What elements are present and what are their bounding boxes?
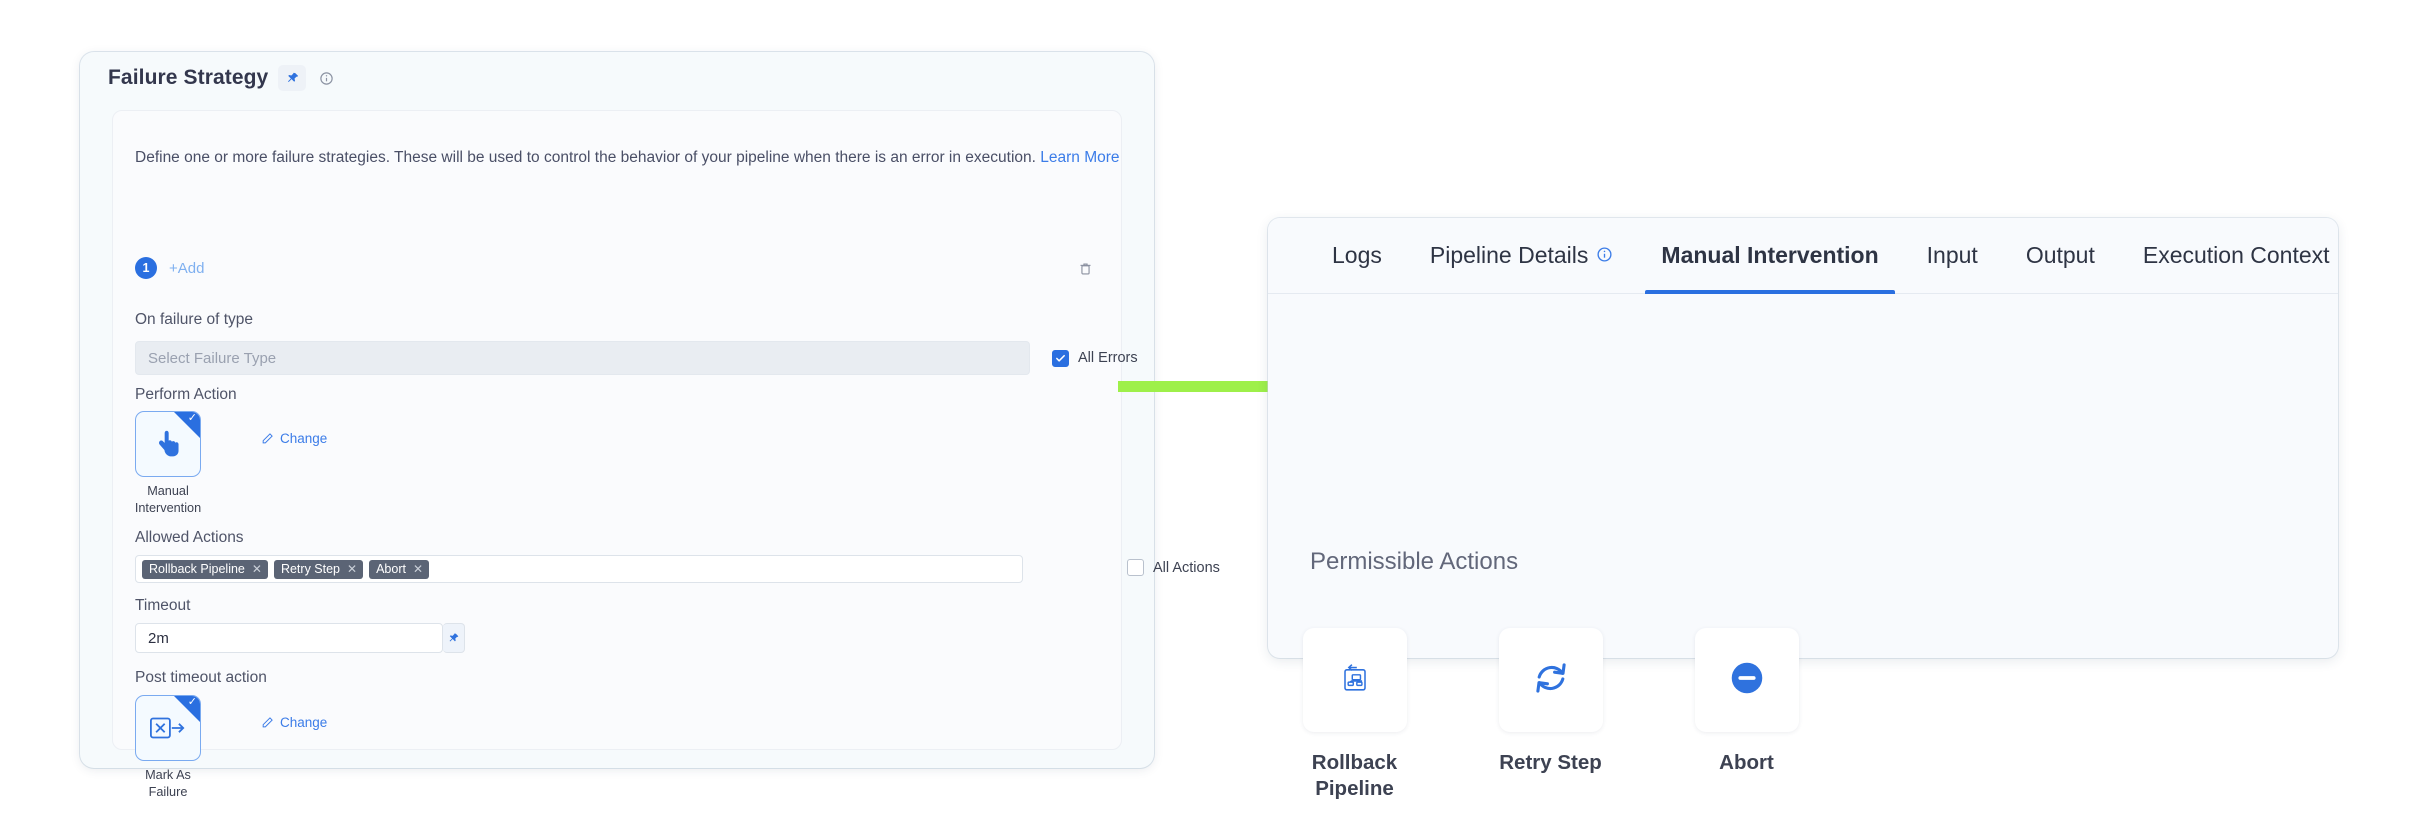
timeout-input[interactable]: 2m [135,623,443,653]
post-timeout-label: Post timeout action [135,669,267,686]
failure-strategy-header: Failure Strategy [80,52,1154,104]
execution-details-panel: Logs Pipeline Details Manual Interventio… [1268,218,2338,800]
selected-ribbon [174,696,200,722]
tag-label: Abort [376,561,406,576]
post-timeout-caption-line1: Mark As [145,768,191,782]
permissible-actions-title: Permissible Actions [1310,548,1519,575]
tag-abort[interactable]: Abort ✕ [369,559,430,579]
post-timeout-caption: Mark As Failure [128,767,208,801]
mark-as-failure-icon [136,696,200,760]
tab-label: Manual Intervention [1661,242,1879,268]
description-text: Define one or more failure strategies. T… [135,149,1120,167]
on-failure-label: On failure of type [135,311,254,328]
tag-label: Retry Step [280,561,341,576]
failure-strategy-card: Failure Strategy Define one or more fail… [80,52,1220,799]
tab-label: Logs [1332,242,1382,268]
tab-output[interactable]: Output [2002,218,2119,294]
change-post-timeout-action-button[interactable]: Change [261,715,327,730]
tab-bar: Logs Pipeline Details Manual Interventio… [1268,218,2338,294]
change-post-timeout-label: Change [280,715,328,730]
failure-type-row: Select Failure Type All Errors [135,341,1138,375]
tab-logs[interactable]: Logs [1308,218,1406,294]
strategy-index-badge[interactable]: 1 [135,257,157,279]
tab-label: Input [1926,242,1978,268]
rollback-pipeline-label: Rollback Pipeline [1311,751,1398,800]
tag-label: Rollback Pipeline [149,561,245,576]
tab-manual-intervention[interactable]: Manual Intervention [1637,218,1902,294]
permissible-action-abort: Abort [1694,628,1799,801]
all-errors-label: All Errors [1078,350,1138,366]
perform-action-caption-line2: Intervention [134,500,202,515]
abort-button[interactable] [1694,628,1799,732]
rollback-pipeline-icon [1335,658,1375,703]
pencil-icon [262,717,273,728]
tag-rollback-pipeline[interactable]: Rollback Pipeline ✕ [142,559,268,579]
tab-pipeline-details[interactable]: Pipeline Details [1406,218,1638,294]
change-perform-action-button[interactable]: Change [261,431,327,446]
perform-action-caption: Manual Intervention [128,483,208,517]
tag-retry-step[interactable]: Retry Step ✕ [273,559,364,579]
pointing-hand-icon [136,412,200,476]
failure-strategy-body: Define one or more failure strategies. T… [112,110,1220,799]
strategy-index-row: 1 +Add [135,257,204,279]
allowed-actions-label: Allowed Actions [135,529,244,546]
tab-label: Execution Context [2142,242,2330,268]
check-icon: ✓ [187,696,197,708]
all-actions-checkbox-group[interactable]: All Actions [1127,559,1220,576]
rollback-pipeline-button[interactable] [1302,628,1407,732]
post-timeout-caption-line2: Failure [148,784,188,799]
check-icon: ✓ [187,412,197,424]
abort-icon [1726,657,1768,704]
timeout-pin-icon[interactable] [443,623,465,653]
perform-action-label: Perform Action [135,386,237,403]
all-actions-label: All Actions [1153,559,1220,576]
tab-input[interactable]: Input [1903,218,2002,294]
perform-action-caption-line1: Manual [147,484,189,498]
close-icon[interactable]: ✕ [347,561,358,576]
info-icon[interactable] [316,68,336,88]
trash-icon[interactable] [1075,257,1095,279]
retry-step-label: Retry Step [1499,751,1602,774]
permissible-action-retry-step: Retry Step [1498,628,1603,801]
close-icon[interactable]: ✕ [412,561,424,576]
pencil-icon [262,433,273,444]
post-timeout-action-card[interactable]: ✓ [135,695,201,761]
add-strategy-button[interactable]: +Add [169,259,205,277]
learn-more-link[interactable]: Learn More [1040,149,1120,166]
selected-ribbon [174,412,200,438]
all-actions-checkbox[interactable] [1127,559,1144,576]
abort-label: Abort [1719,751,1774,774]
tab-label: Output [2025,242,2095,268]
all-errors-checkbox-group[interactable]: All Errors [1052,349,1138,367]
failure-type-select[interactable]: Select Failure Type [135,341,1030,375]
description-sentence: Define one or more failure strategies. T… [135,149,1036,166]
allowed-actions-input[interactable]: Rollback Pipeline ✕ Retry Step ✕ Abort ✕ [135,555,1023,583]
retry-step-icon [1529,656,1573,705]
close-icon[interactable]: ✕ [251,561,262,576]
retry-step-button[interactable] [1498,628,1603,732]
perform-action-card[interactable]: ✓ [135,411,201,477]
timeout-label: Timeout [135,597,191,614]
permissible-actions-grid: Rollback Pipeline Retry Step [1302,628,1799,801]
tab-label: Pipeline Details [1429,242,1589,268]
permissible-action-rollback-pipeline: Rollback Pipeline [1302,628,1407,801]
pin-icon[interactable] [278,65,307,91]
change-perform-action-label: Change [280,431,328,446]
info-icon[interactable] [1596,242,1613,269]
tab-execution-context[interactable]: Execution Context [2119,218,2354,294]
all-errors-checkbox[interactable] [1052,349,1069,367]
page-title: Failure Strategy [108,66,269,89]
